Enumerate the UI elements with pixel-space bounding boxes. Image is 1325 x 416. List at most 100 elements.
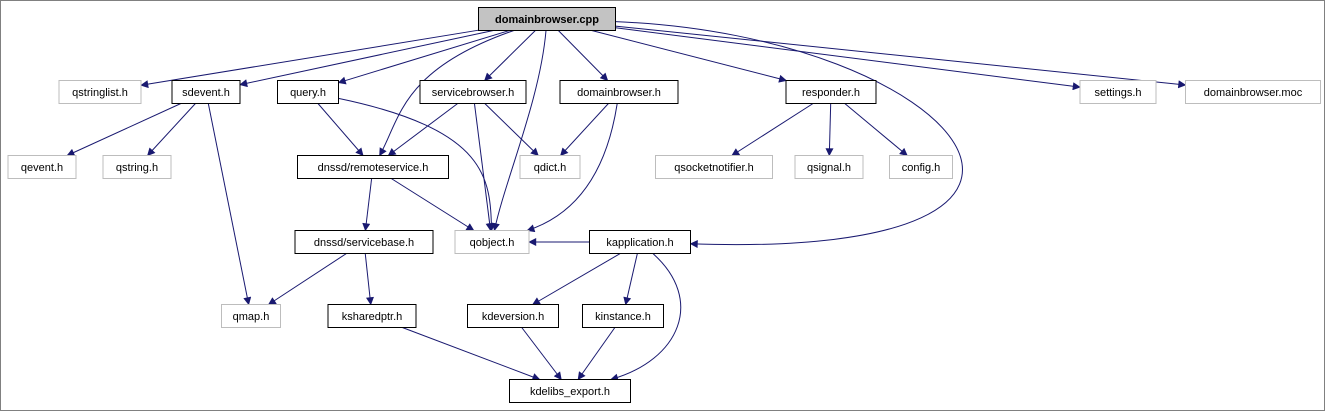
edge-kapplication_h-to-kinstance_h — [623, 253, 638, 306]
edge-responder_h-to-qsignal_h — [825, 103, 834, 157]
edge-servicebase_h-to-qmap_h — [267, 253, 347, 305]
edge-servicebrowser_h-to-remoteservice_h — [387, 103, 458, 156]
node-label-domainbrowser_h: domainbrowser.h — [577, 87, 661, 99]
node-qsignal_h: qsignal.h — [794, 155, 864, 179]
node-label-qstring_h: qstring.h — [116, 162, 158, 174]
node-kapplication_h[interactable]: kapplication.h — [589, 230, 691, 254]
edge-servicebrowser_h-to-qdict_h — [484, 103, 539, 157]
node-box-qdict_h — [519, 155, 581, 179]
node-box-qstringlist_h — [58, 80, 142, 104]
node-query_h[interactable]: query.h — [277, 80, 339, 104]
edge-servicebrowser_h-to-qobject_h — [473, 103, 494, 232]
node-box-query_h[interactable] — [277, 80, 339, 104]
node-qevent_h: qevent.h — [7, 155, 77, 179]
node-box-domainbrowser_h[interactable] — [559, 80, 679, 104]
node-label-query_h: query.h — [290, 87, 326, 99]
edge-domainbrowser_h-to-qobject_h — [526, 103, 618, 233]
node-label-qsignal_h: qsignal.h — [807, 162, 851, 174]
edge-kapplication_h-to-kdeversion_h — [532, 253, 621, 305]
node-box-sdevent_h[interactable] — [171, 80, 241, 104]
node-remoteservice_h[interactable]: dnssd/remoteservice.h — [297, 155, 449, 179]
node-box-qevent_h — [7, 155, 77, 179]
node-label-qstringlist_h: qstringlist.h — [72, 87, 128, 99]
node-servicebase_h[interactable]: dnssd/servicebase.h — [294, 230, 434, 254]
node-label-qdict_h: qdict.h — [534, 162, 566, 174]
edge-query_h-to-qobject_h — [338, 97, 496, 232]
node-box-kapplication_h[interactable] — [589, 230, 691, 254]
edge-servicebase_h-to-ksharedptr_h — [364, 253, 374, 306]
node-box-qstring_h — [102, 155, 172, 179]
edge-sdevent_h-to-qstring_h — [147, 103, 196, 157]
edge-responder_h-to-qsocketnotifier_h — [731, 103, 814, 156]
node-sdevent_h[interactable]: sdevent.h — [171, 80, 241, 104]
node-box-kdelibs_export_h[interactable] — [509, 379, 631, 403]
node-label-qmap_h: qmap.h — [233, 311, 270, 323]
node-box-config_h — [889, 155, 953, 179]
edge-domainbrowser_cpp-to-servicebrowser_h — [484, 30, 536, 82]
edge-sdevent_h-to-qmap_h — [207, 103, 252, 306]
node-label-servicebrowser_h: servicebrowser.h — [432, 87, 515, 99]
edge-domainbrowser_cpp-to-qstringlist_h — [140, 29, 479, 89]
node-domainbrowser_cpp: domainbrowser.cpp — [478, 7, 616, 31]
edge-domainbrowser_cpp-to-kapplication_h — [615, 21, 963, 249]
node-label-kdeversion_h: kdeversion.h — [482, 311, 544, 323]
node-label-qsocketnotifier_h: qsocketnotifier.h — [674, 162, 754, 174]
edge-domainbrowser_cpp-to-responder_h — [591, 30, 788, 83]
node-qmap_h: qmap.h — [221, 304, 281, 328]
node-qstring_h: qstring.h — [102, 155, 172, 179]
edge-kinstance_h-to-kdelibs_export_h — [577, 327, 616, 381]
node-box-responder_h[interactable] — [785, 80, 877, 104]
node-qobject_h: qobject.h — [454, 230, 530, 254]
edge-responder_h-to-config_h — [844, 103, 908, 157]
edge-query_h-to-remoteservice_h — [317, 103, 364, 157]
node-label-qevent_h: qevent.h — [21, 162, 63, 174]
node-servicebrowser_h[interactable]: servicebrowser.h — [419, 80, 527, 104]
edge-domainbrowser_cpp-to-remoteservice_h — [379, 30, 515, 157]
edge-domainbrowser_cpp-to-qobject_h — [491, 30, 547, 232]
edge-kapplication_h-to-kdelibs_export_h — [610, 253, 682, 382]
node-label-remoteservice_h: dnssd/remoteservice.h — [318, 162, 429, 174]
node-box-servicebrowser_h[interactable] — [419, 80, 527, 104]
edge-domainbrowser_h-to-qdict_h — [560, 103, 609, 157]
edge-remoteservice_h-to-servicebase_h — [362, 178, 373, 232]
node-label-sdevent_h: sdevent.h — [182, 87, 230, 99]
node-box-domainbrowser_cpp — [478, 7, 616, 31]
node-kdelibs_export_h[interactable]: kdelibs_export.h — [509, 379, 631, 403]
node-label-responder_h: responder.h — [802, 87, 860, 99]
node-box-qmap_h — [221, 304, 281, 328]
node-kdeversion_h[interactable]: kdeversion.h — [467, 304, 559, 328]
node-box-remoteservice_h[interactable] — [297, 155, 449, 179]
node-box-ksharedptr_h[interactable] — [327, 304, 417, 328]
node-responder_h[interactable]: responder.h — [785, 80, 877, 104]
node-ksharedptr_h[interactable]: ksharedptr.h — [327, 304, 417, 328]
node-box-kdeversion_h[interactable] — [467, 304, 559, 328]
edge-domainbrowser_cpp-to-query_h — [337, 30, 510, 85]
edge-sdevent_h-to-qevent_h — [66, 103, 182, 157]
node-label-servicebase_h: dnssd/servicebase.h — [314, 237, 414, 249]
node-label-kinstance_h: kinstance.h — [595, 311, 651, 323]
node-label-config_h: config.h — [902, 162, 941, 174]
node-box-qobject_h — [454, 230, 530, 254]
edge-domainbrowser_cpp-to-domainbrowser_moc — [615, 25, 1187, 89]
node-config_h: config.h — [889, 155, 953, 179]
node-kinstance_h[interactable]: kinstance.h — [582, 304, 664, 328]
node-box-kinstance_h[interactable] — [582, 304, 664, 328]
node-box-settings_h — [1079, 80, 1157, 104]
edge-ksharedptr_h-to-kdelibs_export_h — [402, 327, 541, 381]
node-label-kdelibs_export_h: kdelibs_export.h — [530, 386, 610, 398]
node-label-qobject_h: qobject.h — [470, 237, 515, 249]
node-label-kapplication_h: kapplication.h — [606, 237, 673, 249]
node-box-qsignal_h — [794, 155, 864, 179]
node-domainbrowser_moc: domainbrowser.moc — [1185, 80, 1321, 104]
edge-domainbrowser_cpp-to-settings_h — [615, 27, 1081, 91]
node-box-qsocketnotifier_h — [655, 155, 773, 179]
edge-domainbrowser_cpp-to-sdevent_h — [239, 30, 494, 88]
edge-domainbrowser_cpp-to-domainbrowser_h — [557, 30, 609, 82]
node-settings_h: settings.h — [1079, 80, 1157, 104]
node-label-settings_h: settings.h — [1094, 87, 1141, 99]
node-box-servicebase_h[interactable] — [294, 230, 434, 254]
node-domainbrowser_h[interactable]: domainbrowser.h — [559, 80, 679, 104]
nodes-layer: domainbrowser.cpp qstringlist.h sdevent.h q… — [7, 7, 1321, 403]
